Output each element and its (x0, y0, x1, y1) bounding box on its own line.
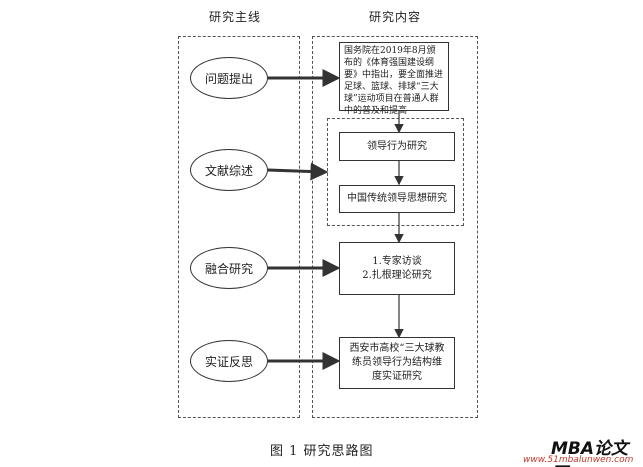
fusion-line-1: 1.专家访谈 (372, 255, 422, 267)
stage-empirical-label: 实证反思 (204, 354, 253, 369)
main-line-title: 研究主线 (208, 10, 261, 24)
empirical-content-text: 西安市高校“三大球教练员领导行为结构维度实证研究 (349, 343, 445, 382)
stage-literature: 文献综述 (190, 149, 268, 191)
problem-content-box: 国务院在2019年8月颁布的《体育强国建设纲要》中指出，要全面推进足球、篮球、排… (339, 42, 449, 116)
problem-content-text: 国务院在2019年8月颁布的《体育强国建设纲要》中指出，要全面推进足球、篮球、排… (344, 46, 444, 116)
watermark-logo-text: MBA论文网 (551, 439, 629, 467)
watermark-url: www.51mbalunwen.com (523, 455, 634, 465)
figure-caption: 图 1 研究思路图 (270, 444, 374, 459)
stage-problem-label: 问题提出 (204, 71, 253, 86)
chinese-leadership-box: 中国传统领导思想研究 (339, 185, 455, 213)
leadership-behavior-text: 领导行为研究 (367, 140, 427, 152)
fusion-line-2: 2.扎根理论研究 (362, 269, 432, 281)
content-title: 研究内容 (368, 10, 421, 24)
stage-problem: 问题提出 (190, 57, 268, 99)
leadership-behavior-box: 领导行为研究 (339, 132, 455, 161)
fusion-content-box: 1.专家访谈 2.扎根理论研究 (339, 242, 455, 295)
arrow-literature (267, 162, 329, 181)
main-line-container (178, 36, 300, 418)
content-container (312, 36, 478, 418)
stage-literature-label: 文献综述 (204, 163, 253, 178)
stage-empirical: 实证反思 (190, 340, 268, 382)
chinese-leadership-text: 中国传统领导思想研究 (347, 193, 447, 204)
stage-fusion: 融合研究 (190, 247, 268, 289)
stage-fusion-label: 融合研究 (204, 261, 253, 276)
empirical-content-box: 西安市高校“三大球教练员领导行为结构维度实证研究 (339, 337, 455, 389)
